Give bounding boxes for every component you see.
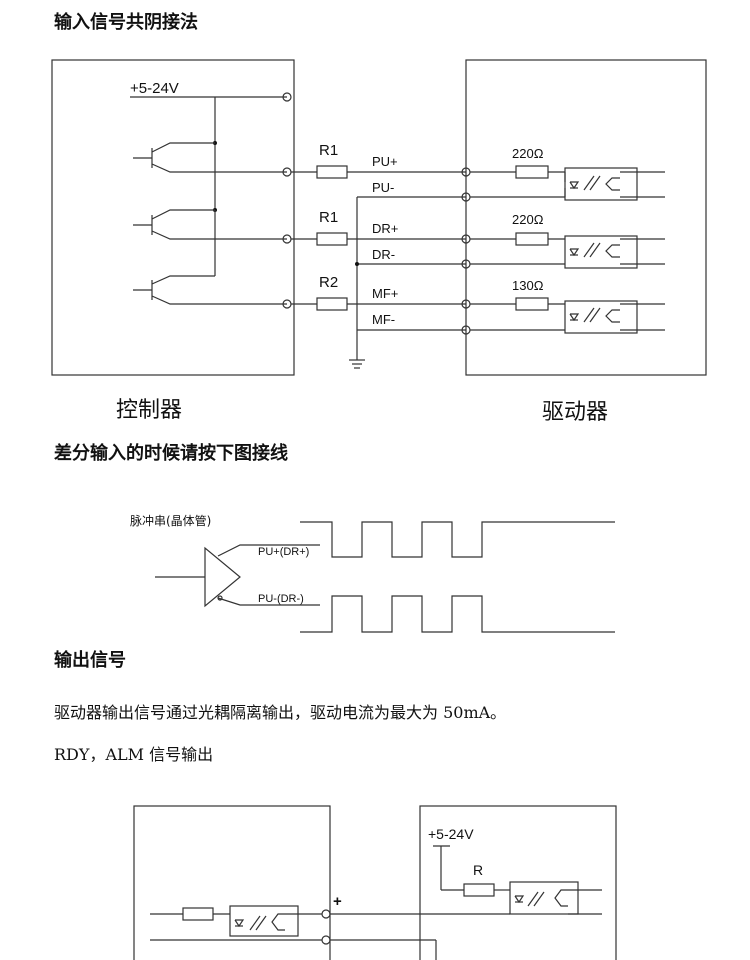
driver-label: 驱动器	[542, 400, 609, 425]
section-title-common-anode: 输入信号共阴接法	[54, 12, 198, 33]
supply-voltage-label: +5-24V	[130, 80, 179, 97]
resistor-label-r: R	[473, 862, 484, 878]
resistor-label-r1a: R1	[319, 142, 339, 159]
resistor-label-r1b: R1	[319, 209, 339, 226]
signal-pu-minus: PU-	[372, 180, 395, 195]
driver-resistor-1: 220Ω	[512, 146, 544, 161]
pulse-source-label: 脉冲串(晶体管)	[130, 514, 212, 528]
signal-pu-plus: PU+	[372, 154, 398, 169]
section-title-output: 输出信号	[54, 650, 126, 671]
section-title-differential: 差分输入的时候请按下图接线	[54, 443, 288, 464]
supply-voltage-label-2: +5-24V	[428, 826, 474, 842]
controller-label: 控制器	[116, 398, 183, 423]
pu-plus-label: PU+(DR+)	[258, 546, 310, 558]
output-signals-text: RDY，ALM 信号输出	[54, 745, 214, 764]
driver-resistor-2: 220Ω	[512, 212, 544, 227]
driver-resistor-3: 130Ω	[512, 278, 544, 293]
plus-terminal-label: +	[333, 893, 342, 910]
resistor-label-r2: R2	[319, 274, 339, 291]
output-description: 驱动器输出信号通过光耦隔离输出，驱动电流为最大为 50mA。	[54, 703, 507, 722]
signal-mf-plus: MF+	[372, 286, 399, 301]
signal-dr-minus: DR-	[372, 247, 396, 262]
signal-mf-minus: MF-	[372, 312, 396, 327]
signal-dr-plus: DR+	[372, 221, 399, 236]
pu-minus-label: PU-(DR-)	[258, 593, 304, 605]
